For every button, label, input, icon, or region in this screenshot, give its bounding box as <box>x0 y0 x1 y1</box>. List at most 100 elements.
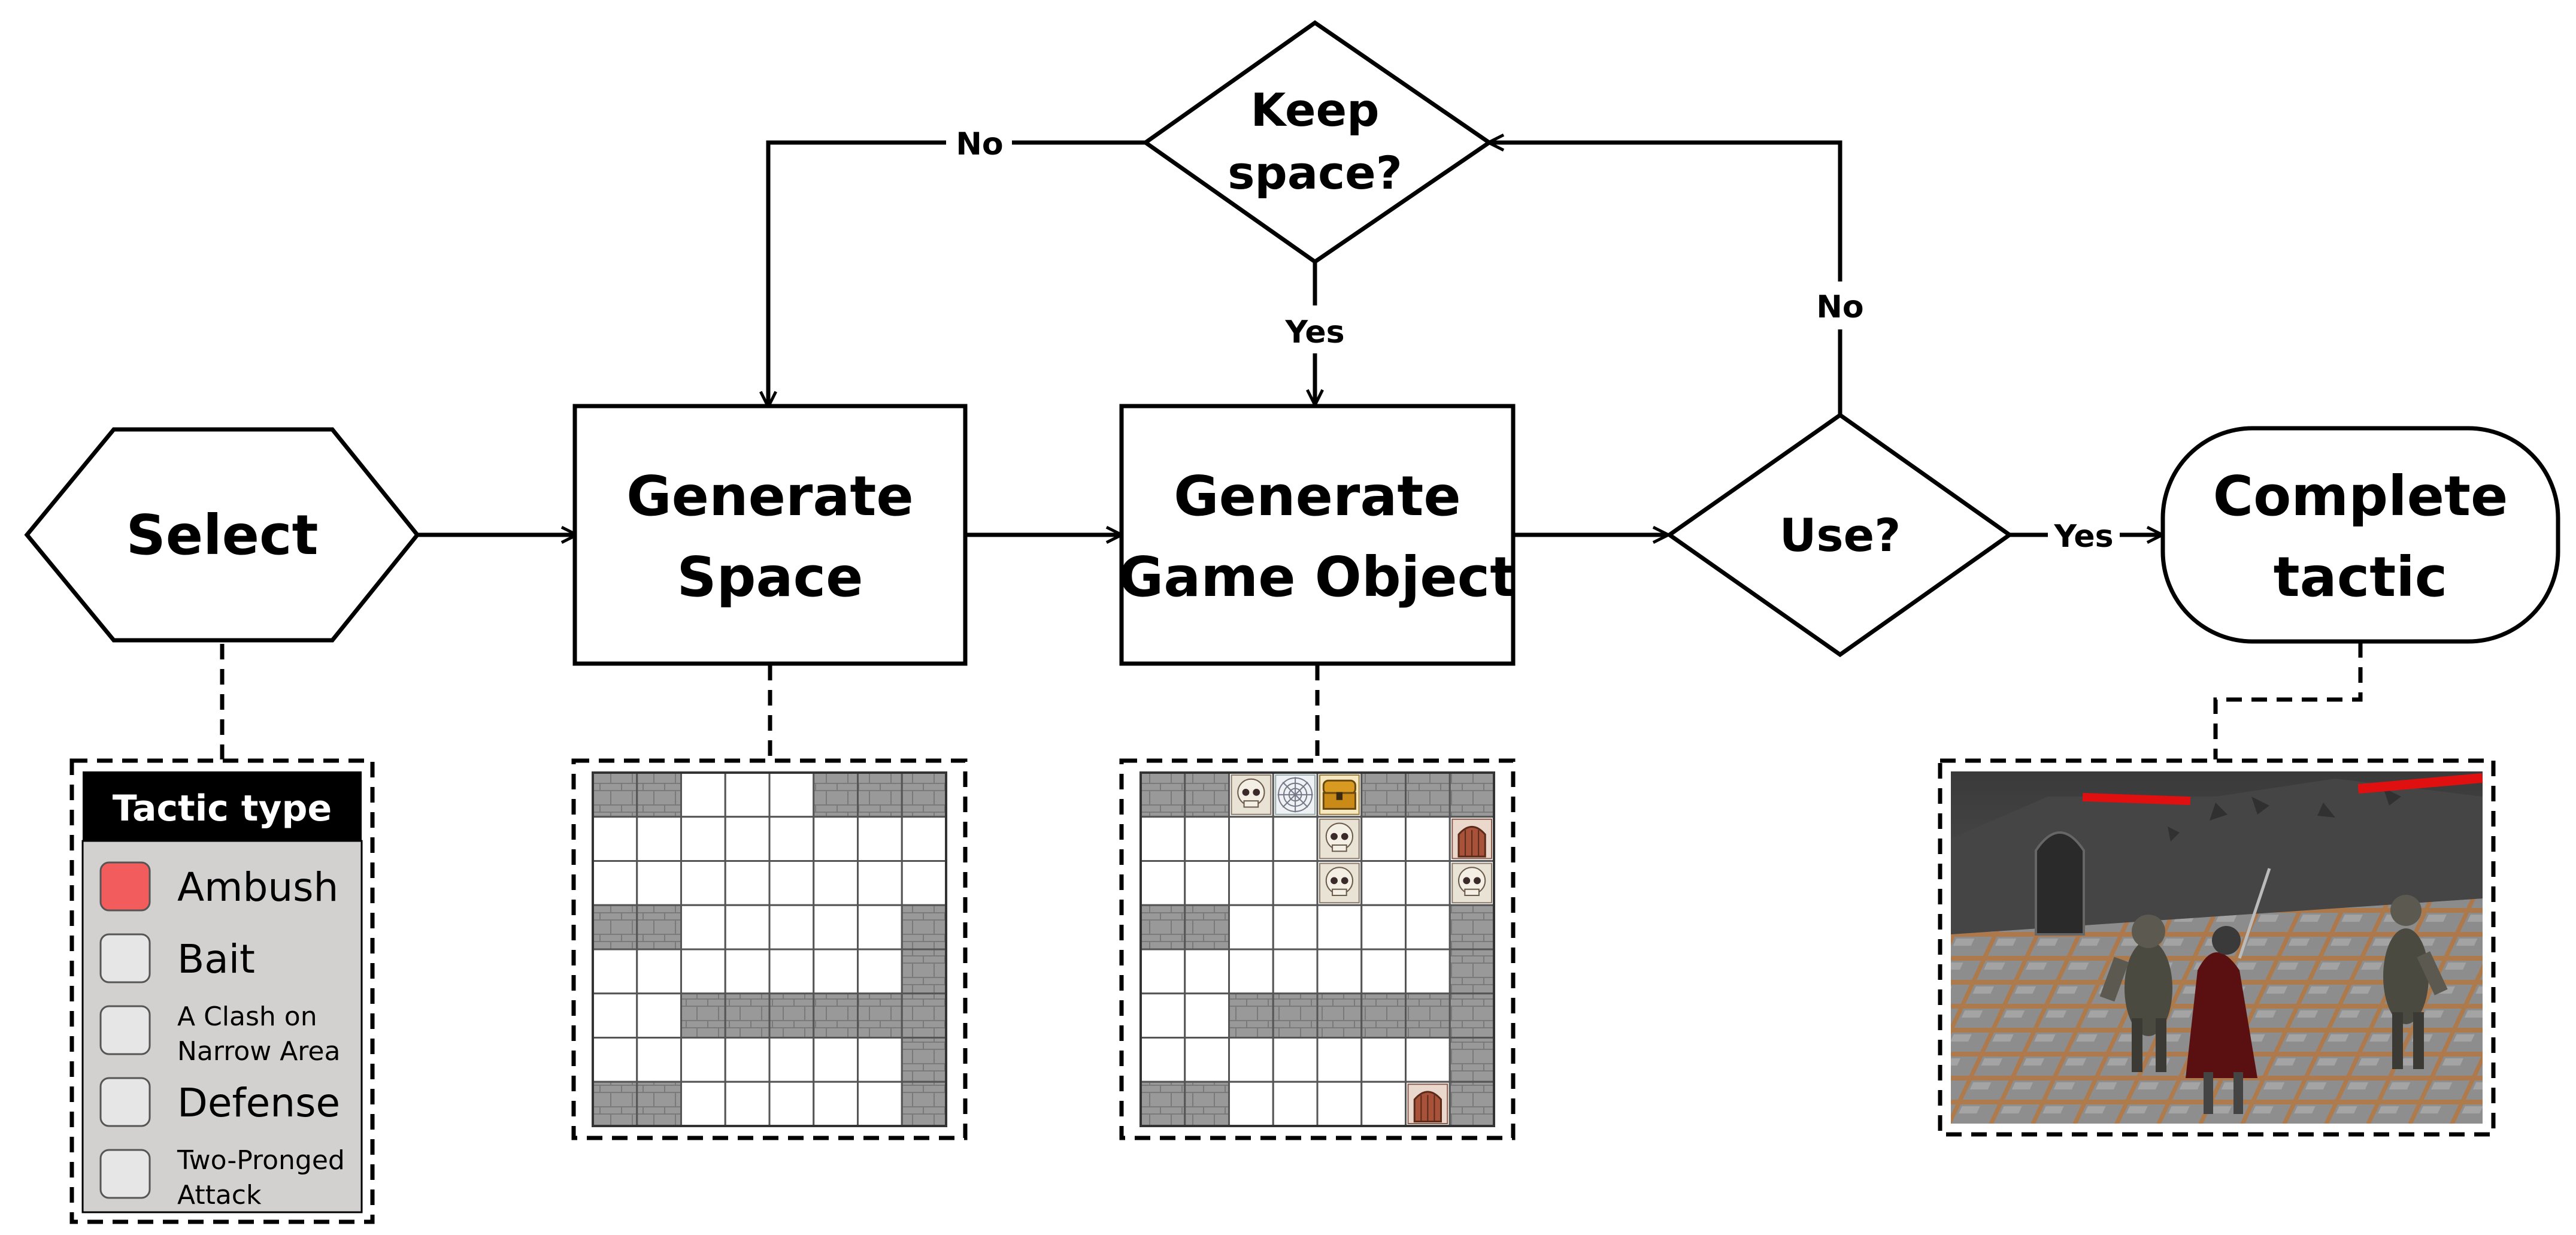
tactic-item-checkbox[interactable] <box>99 1005 151 1055</box>
floor-tile <box>680 1037 726 1083</box>
floor-tile <box>857 816 903 862</box>
skull-icon <box>1231 774 1272 815</box>
floor-tile <box>724 816 771 862</box>
wall-tile <box>1139 904 1186 951</box>
floor-tile <box>724 1080 771 1127</box>
tactic-item-label: Two-Pronged <box>177 1145 345 1176</box>
wall-tile <box>1139 1080 1186 1127</box>
node-generate-game-object: Generate Game Object <box>1119 404 1516 666</box>
floor-tile <box>592 816 638 862</box>
tactic-item-checkbox[interactable] <box>99 1149 151 1199</box>
floor-tile <box>724 1037 771 1083</box>
floor-tile <box>1405 1037 1451 1083</box>
wall-tile <box>1405 992 1451 1039</box>
floor-tile <box>1139 860 1186 906</box>
floor-tile <box>680 771 726 818</box>
floor-tile <box>1184 816 1230 862</box>
floor-tile <box>1272 948 1319 995</box>
wall-tile <box>592 1080 638 1127</box>
floor-tile <box>636 948 682 995</box>
tactic-item-label: Ambush <box>177 864 338 910</box>
floor-tile <box>1405 860 1451 906</box>
tactic-item[interactable]: Bait <box>99 933 255 983</box>
floor-tile <box>768 860 815 906</box>
node-generate-space: Generate Space <box>572 404 968 666</box>
wall-tile <box>724 992 771 1039</box>
space-grid-panel <box>571 758 968 1140</box>
floor-tile <box>1360 860 1407 906</box>
tactic-item-label: A Clash on <box>177 1001 317 1032</box>
enemy-health-bar-left <box>2082 792 2191 806</box>
wall-tile <box>857 992 903 1039</box>
floor-tile <box>857 948 903 995</box>
wall-tile <box>813 992 859 1039</box>
floor-tile <box>1139 816 1186 862</box>
door-icon <box>1451 818 1492 859</box>
floor-tile <box>680 816 726 862</box>
floor-tile <box>1228 1080 1274 1127</box>
floor-tile <box>1272 1080 1319 1127</box>
door-icon <box>1407 1083 1448 1124</box>
node-keep-space: Keep space? <box>1141 20 1493 265</box>
chest-icon <box>1319 774 1360 815</box>
node-use: Use? <box>1665 412 2014 658</box>
floor-tile <box>768 816 815 862</box>
wall-tile <box>1448 771 1495 818</box>
wall-tile <box>901 1037 947 1083</box>
node-use-label: Use? <box>1780 508 1901 562</box>
node-keep-space-line2: space? <box>1228 146 1402 199</box>
wall-tile <box>901 1080 947 1127</box>
floor-tile <box>680 904 726 951</box>
floor-tile <box>636 860 682 906</box>
knight-left <box>2099 915 2172 1072</box>
tactic-item-checkbox[interactable] <box>99 1077 151 1127</box>
floor-tile <box>636 992 682 1039</box>
wall-tile <box>768 992 815 1039</box>
floor-tile <box>1316 948 1363 995</box>
edge-label-keep-no: No <box>956 126 1003 162</box>
floor-tile <box>1184 860 1230 906</box>
wall-tile <box>1448 992 1495 1039</box>
tactic-item-checkbox[interactable] <box>99 933 151 983</box>
floor-tile <box>592 992 638 1039</box>
node-select: Select <box>24 427 420 643</box>
floor-tile <box>768 1080 815 1127</box>
floor-tile <box>768 948 815 995</box>
floor-tile <box>1316 1037 1363 1083</box>
skull-icon <box>1451 862 1492 904</box>
wall-tile <box>1448 904 1495 951</box>
floor-tile <box>1228 904 1274 951</box>
edge-keep-no-to-space <box>768 140 1145 406</box>
tactic-item[interactable]: Defense <box>99 1077 340 1127</box>
wall-tile <box>1405 771 1451 818</box>
wall-tile <box>1184 771 1230 818</box>
floor-tile <box>1360 816 1407 862</box>
edge-label-keep-yes: Yes <box>1284 314 1344 350</box>
floor-tile <box>1228 948 1274 995</box>
tactic-item-checkbox[interactable] <box>99 861 151 912</box>
floor-tile <box>813 948 859 995</box>
floor-tile <box>1228 1037 1274 1083</box>
wall-tile <box>1139 771 1186 818</box>
floor-tile <box>1228 816 1274 862</box>
wall-tile <box>1184 904 1230 951</box>
floor-tile <box>1184 948 1230 995</box>
wall-tile <box>901 948 947 995</box>
edge-labels: No Yes No Yes <box>946 120 2120 558</box>
wall-tile <box>1360 771 1407 818</box>
node-complete-line2: tactic <box>2274 545 2448 609</box>
wall-tile <box>1360 992 1407 1039</box>
edge-label-use-no: No <box>1816 289 1863 325</box>
floor-tile <box>857 1080 903 1127</box>
floor-tile <box>813 904 859 951</box>
tactic-item[interactable]: Ambush <box>99 861 338 912</box>
tactic-panel-title: Tactic type <box>113 788 332 830</box>
floor-tile <box>724 948 771 995</box>
tactic-item-label: Bait <box>177 936 255 982</box>
node-complete-line1: Complete <box>2213 464 2508 528</box>
floor-tile <box>1272 860 1319 906</box>
wall-tile <box>1228 992 1274 1039</box>
floor-tile <box>857 860 903 906</box>
